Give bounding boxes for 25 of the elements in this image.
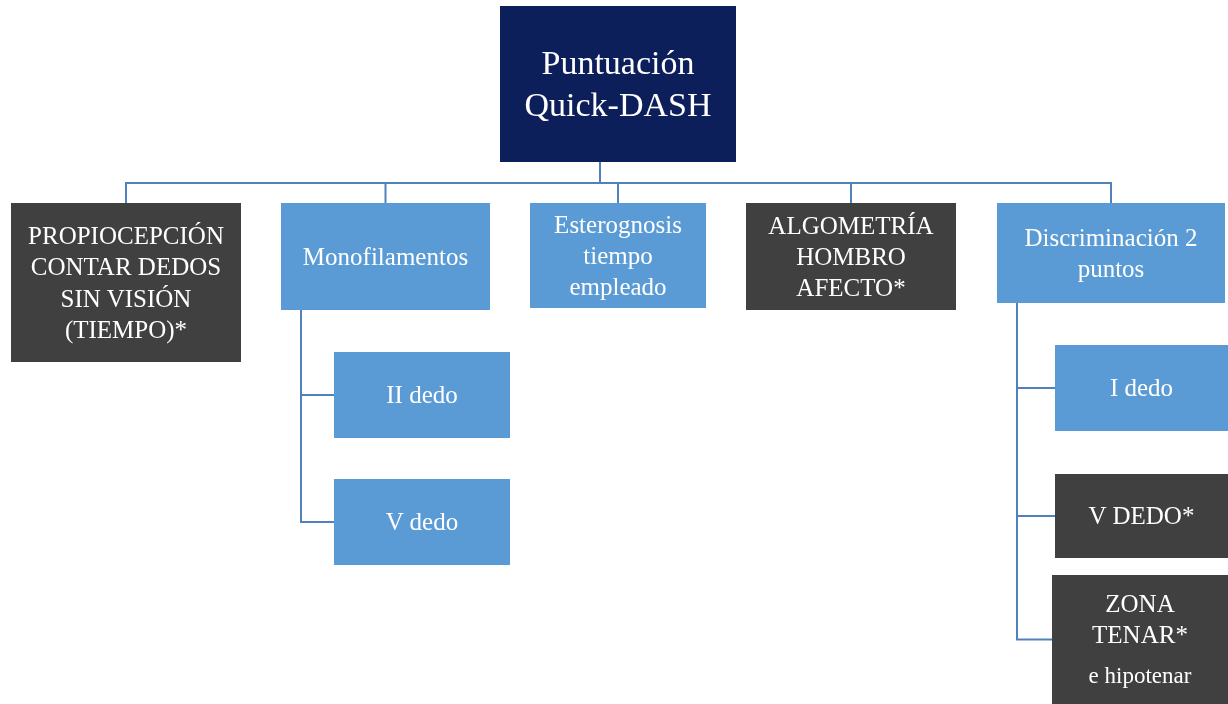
category-box xyxy=(746,203,956,310)
category-box xyxy=(530,203,706,308)
box-label: V dedo xyxy=(385,507,459,538)
box-label: PROPIOCEPCIÓN CONTAR DEDOS SIN VISIÓN (TIEMPO)* xyxy=(27,221,225,345)
box-label: ALGOMETRÍA HOMBRO AFECTO* xyxy=(767,210,935,304)
category-box xyxy=(997,203,1225,303)
category-box xyxy=(11,203,241,362)
category-box xyxy=(1055,345,1228,431)
box-label: Puntuación Quick-DASH xyxy=(523,42,713,125)
root-box xyxy=(500,6,736,162)
box-label: e hipotenar xyxy=(1088,662,1192,691)
category-box xyxy=(1052,575,1228,704)
connector-line xyxy=(300,309,335,523)
box-label: II dedo xyxy=(386,380,458,411)
box-label: Discriminación 2 puntos xyxy=(1023,222,1199,284)
connector-line xyxy=(1016,302,1053,641)
category-box xyxy=(334,479,510,565)
box-label: Monofilamentos xyxy=(302,241,469,272)
box-label: I dedo xyxy=(1109,373,1174,404)
category-box xyxy=(1055,474,1228,558)
box-label: V DEDO* xyxy=(1088,501,1195,532)
box-label: ZONA TENAR* xyxy=(1091,588,1189,651)
category-box xyxy=(281,203,490,310)
box-label: Esterognosis tiempo empleado xyxy=(553,209,683,303)
category-box xyxy=(334,352,510,438)
